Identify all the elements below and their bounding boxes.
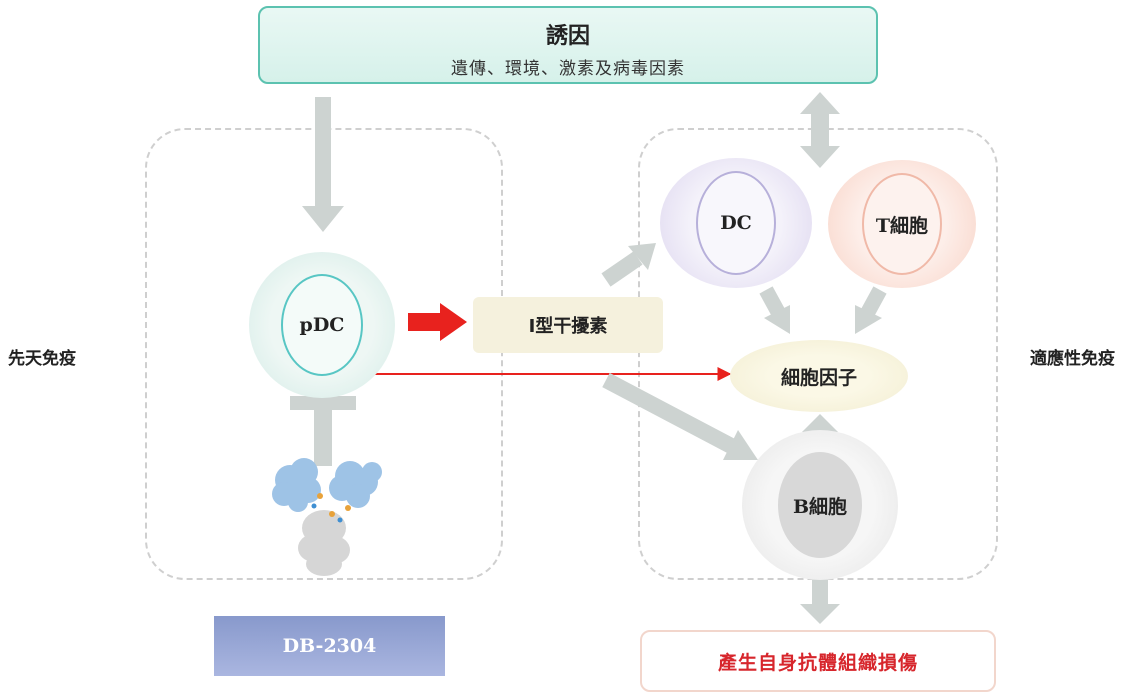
type-i-interferon-label: I型干擾素 xyxy=(528,316,608,337)
ifn-to-dc-arrow-shaft xyxy=(601,251,643,287)
trigger-box: 誘因 遺傳、環境、激素及病毒因素 xyxy=(258,6,878,84)
ifn-to-bcell-arrow-shaft xyxy=(602,372,739,456)
trigger-title: 誘因 xyxy=(545,24,590,49)
dc-to-cytokine-arrow-head xyxy=(764,305,790,334)
bcell-to-result-arrow xyxy=(800,578,840,624)
adaptive-immunity-label: 適應性免疫 xyxy=(1030,349,1115,369)
tcell-to-cytokine-arrow-shaft xyxy=(861,286,887,316)
dc-nucleus: DC xyxy=(696,171,776,275)
innate-immunity-label: 先天免疫 xyxy=(8,349,76,369)
drug-label: DB-2304 xyxy=(282,635,377,657)
result-label: 產生自身抗體組織損傷 xyxy=(717,651,918,674)
dc-label: DC xyxy=(720,212,752,234)
pdc-to-ifn-arrow xyxy=(408,303,467,341)
inhibition-bar-top xyxy=(290,396,356,410)
cytokine-ellipse: 細胞因子 xyxy=(730,340,908,412)
b-cell: B細胞 xyxy=(742,430,898,580)
type-i-interferon-box: I型干擾素 xyxy=(473,297,663,353)
ifn-to-bcell-arrow-head xyxy=(723,430,758,460)
trigger-adaptive-double-arrow xyxy=(800,92,840,168)
ifn-to-dc-arrow-head xyxy=(628,243,656,270)
pdc-label: pDC xyxy=(299,314,345,336)
trigger-to-pdc-arrow xyxy=(302,97,344,232)
cytokine-label: 細胞因子 xyxy=(780,366,857,389)
t-cell-nucleus: T細胞 xyxy=(862,173,942,275)
dc-cell: DC xyxy=(660,158,812,288)
drug-box: DB-2304 xyxy=(214,616,445,676)
trigger-subtitle: 遺傳、環境、激素及病毒因素 xyxy=(451,59,685,79)
dc-to-cytokine-arrow-shaft xyxy=(759,286,785,316)
pdc-nucleus: pDC xyxy=(281,274,363,376)
result-box: 產生自身抗體組織損傷 xyxy=(640,630,996,692)
inhibition-bar-stem xyxy=(314,410,332,466)
t-cell-label: T細胞 xyxy=(875,214,929,237)
tcell-to-cytokine-arrow-head xyxy=(855,305,882,334)
pdc-cell: pDC xyxy=(249,252,395,398)
b-cell-nucleus: B細胞 xyxy=(778,452,862,558)
t-cell: T細胞 xyxy=(828,160,976,288)
b-cell-label: B細胞 xyxy=(792,495,848,518)
antibody-icon xyxy=(272,458,382,576)
